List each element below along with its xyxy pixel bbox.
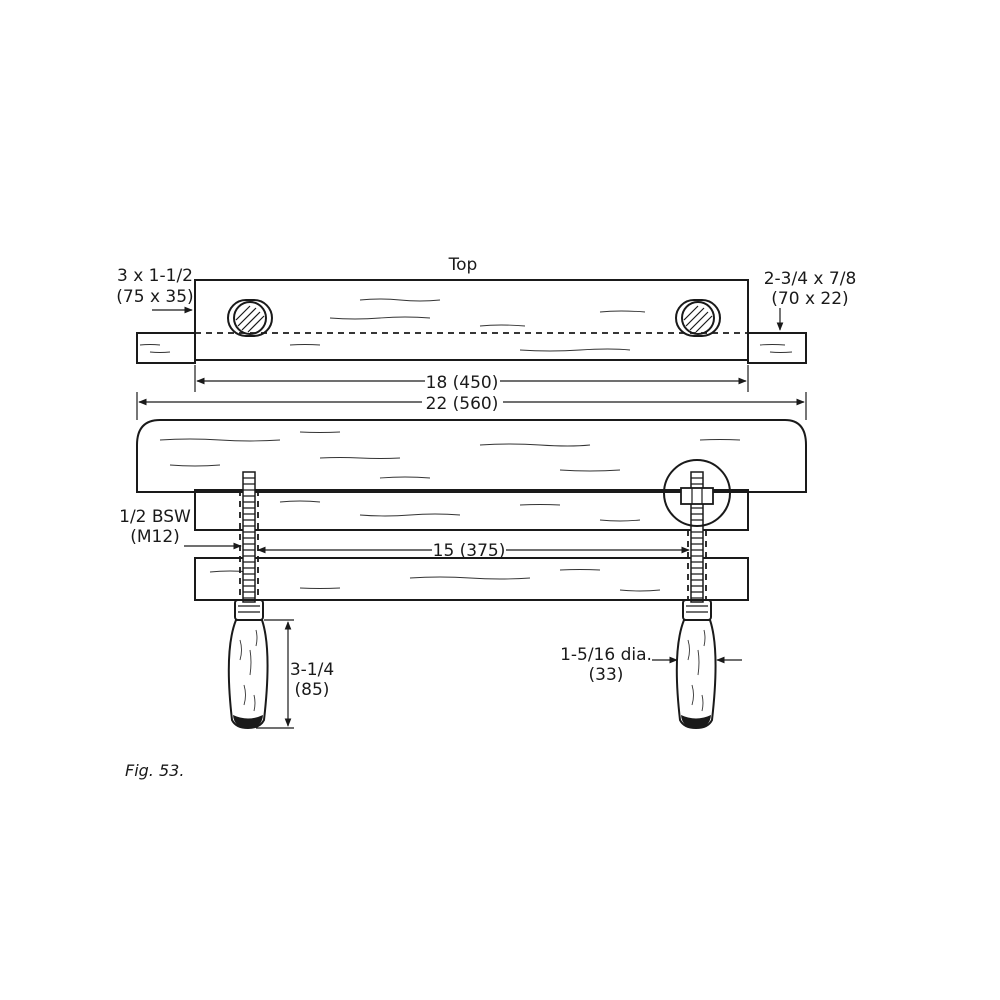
handle-diameter-label: 1-5/16 dia. — [560, 645, 652, 665]
handle-length-label: 3-1/4 — [290, 660, 334, 680]
front-jaw — [194, 557, 749, 601]
left-threaded-rod — [239, 471, 259, 603]
right-handle — [675, 599, 717, 730]
inner-length-label: 18 (450) — [426, 373, 499, 393]
handle-length-metric-label: (85) — [295, 680, 330, 700]
end-stub-grain — [139, 344, 793, 353]
top-right-end-stub — [747, 332, 807, 364]
thread-size-label: 1/2 BSW — [119, 507, 191, 527]
screw-spacing-label: 15 (375) — [433, 541, 506, 561]
front-jaw-grain — [209, 569, 661, 592]
back-jaw — [194, 489, 749, 531]
right-stock-size-metric-label: (70 x 22) — [771, 289, 848, 309]
left-stock-size-metric-label: (75 x 35) — [116, 287, 193, 307]
left-stock-size-label: 3 x 1-1/2 — [117, 266, 193, 286]
thread-size-metric-label: (M12) — [130, 527, 180, 547]
hex-nut — [680, 487, 714, 505]
top-board — [194, 279, 749, 361]
top-left-end-stub — [136, 332, 196, 364]
right-screw-hole — [675, 299, 721, 337]
figure-caption: Fig. 53. — [125, 761, 184, 780]
front-view: 1/2 BSW (M12) 15 (375) 3-1/4 — [119, 419, 807, 730]
front-top-board-grain — [159, 431, 741, 479]
top-view-label: Top — [448, 255, 478, 275]
top-board-grain — [289, 298, 646, 352]
left-handle — [227, 599, 269, 730]
left-screw-hole — [227, 299, 273, 337]
nut-recess-circle — [663, 459, 731, 527]
right-stock-size-label: 2-3/4 x 7/8 — [764, 269, 857, 289]
top-view: Top 3 x 1-1/2 (75 x 35) 2-3/4 x 7/8 (70 … — [116, 255, 856, 420]
overall-length-label: 22 (560) — [426, 394, 499, 414]
back-jaw-grain — [279, 500, 641, 522]
handle-diameter-metric-label: (33) — [589, 665, 624, 685]
front-top-board — [136, 419, 807, 493]
